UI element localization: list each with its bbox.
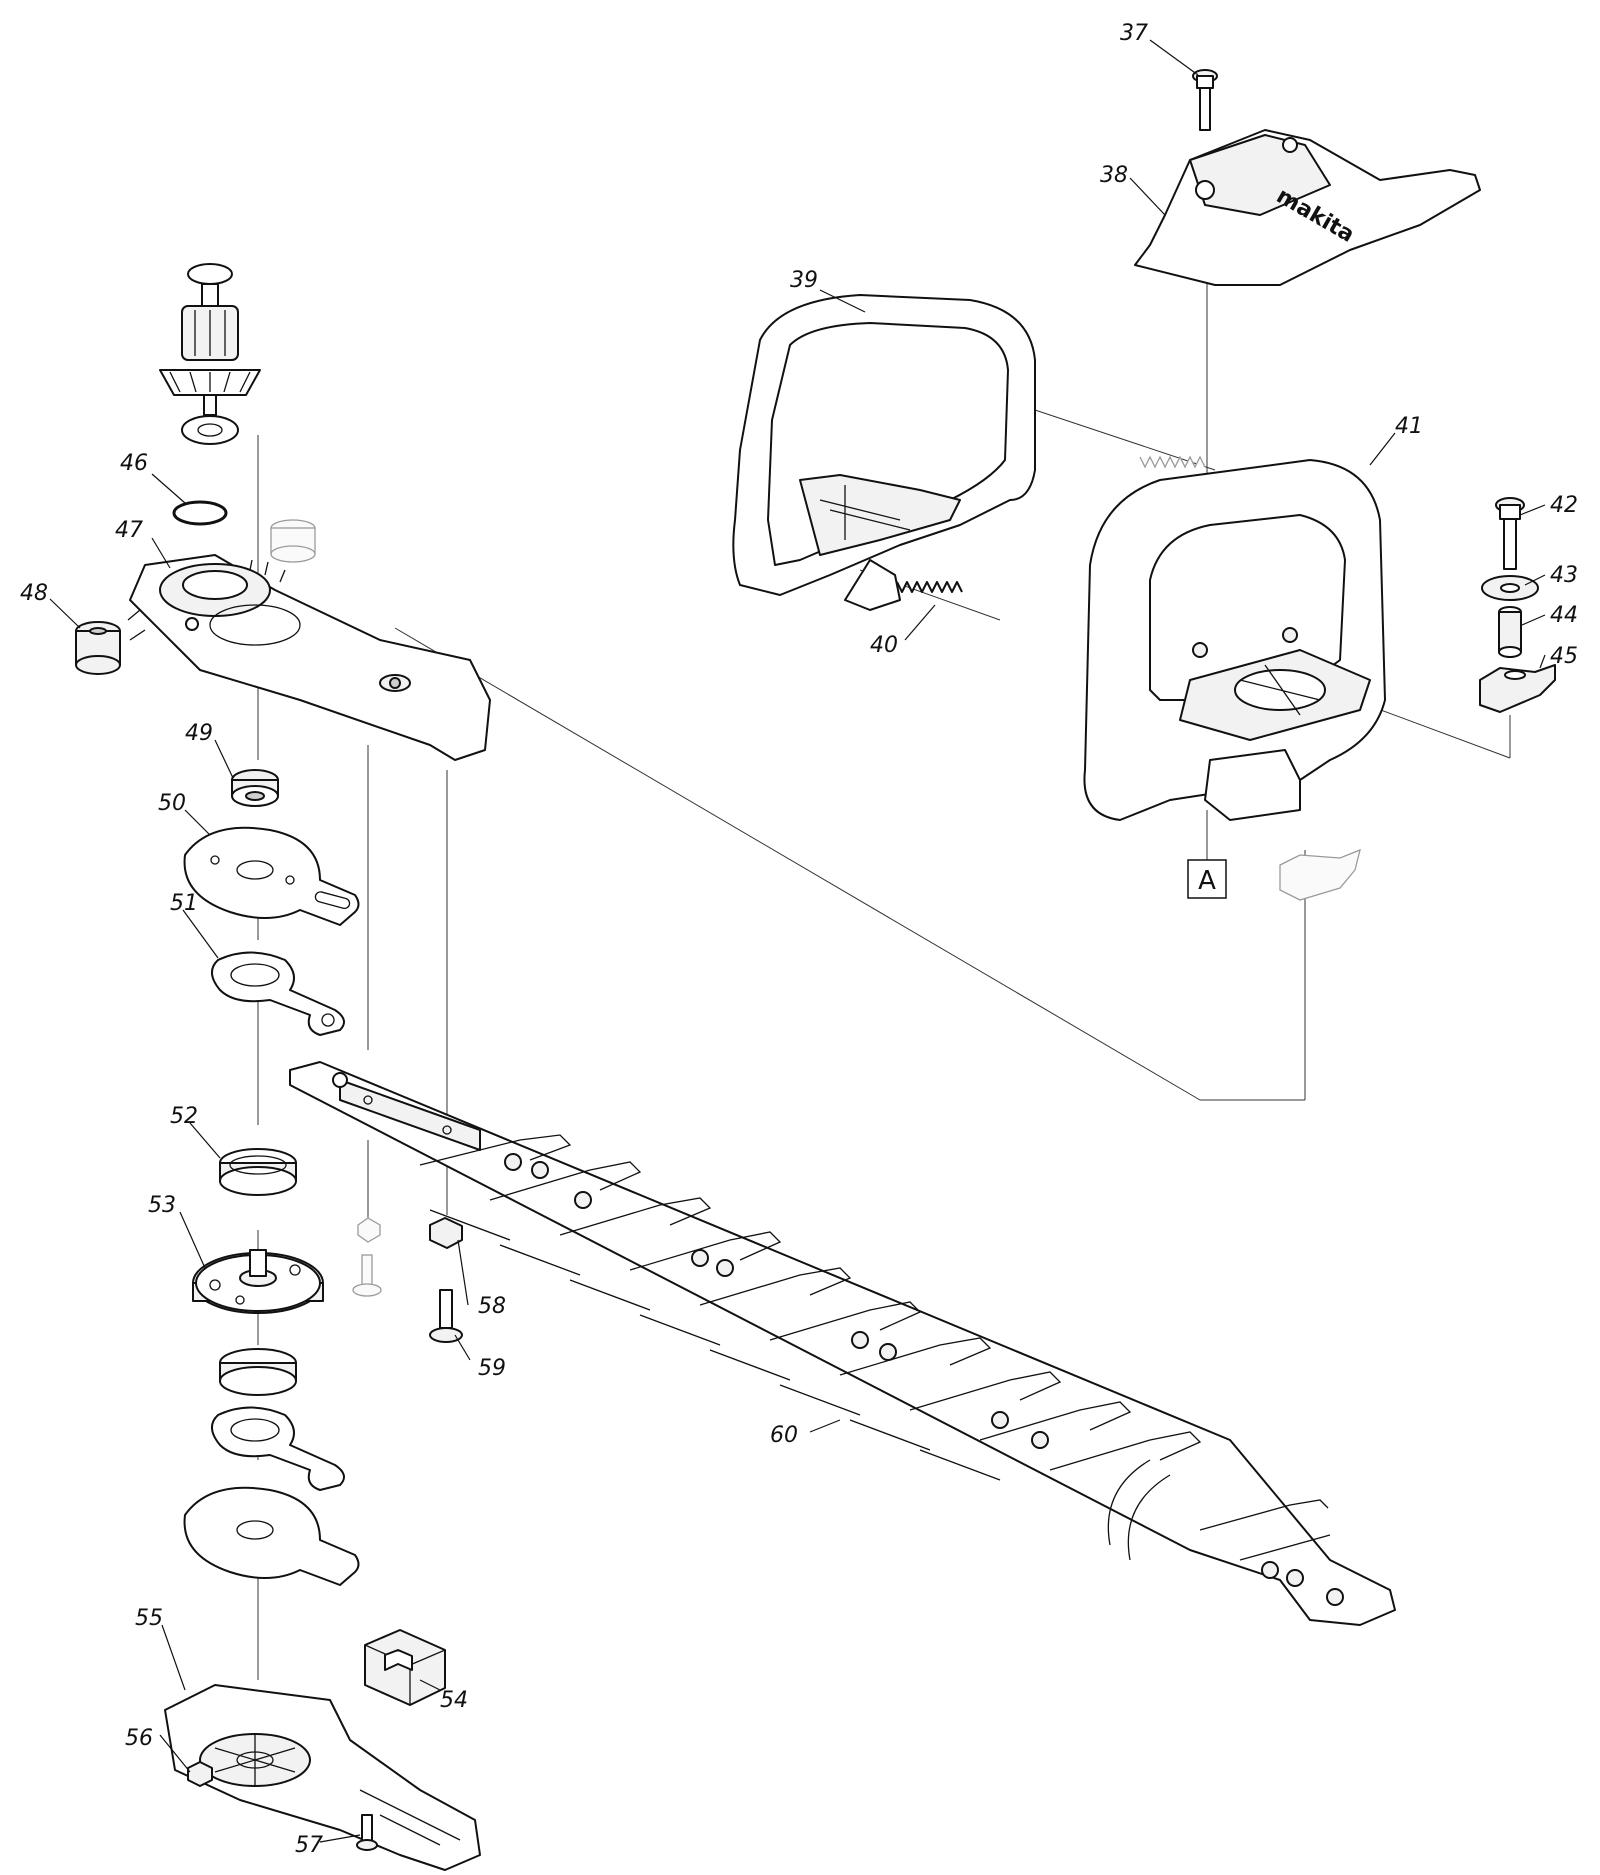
label-37: 37 [1120,21,1148,46]
screw-37 [1192,69,1218,131]
o-ring-46 [172,500,228,526]
label-53: 53 [148,1193,176,1218]
label-42: 42 [1550,493,1578,518]
spare-rubber-bushing [270,519,316,563]
armature-assembly [159,263,261,445]
leader-lines [49,39,1546,1843]
label-41: 41 [1395,414,1423,439]
svg-text:A: A [1198,866,1216,896]
blade-teeth [419,1134,1331,1561]
needle-bearing-52 [219,1148,297,1196]
label-54: 54 [440,1688,468,1713]
shear-blade-60 [289,1061,1396,1626]
top-cover-38: makita [1134,129,1481,286]
washer-43 [1481,575,1539,601]
screw-59 [429,1289,463,1343]
label-52: 52 [170,1104,198,1129]
plate-50 [183,826,360,926]
label-44: 44 [1550,603,1578,628]
sleeve-44 [1498,606,1522,658]
spring-40 [896,581,963,593]
label-43: 43 [1550,563,1578,588]
label-48: 48 [20,581,48,606]
ring-arm-51 [211,951,345,1036]
blade-bolts [504,1153,1344,1606]
label-60: 60 [770,1423,798,1448]
label-47: 47 [115,518,143,543]
screw-42 [1495,497,1525,570]
label-49: 49 [185,721,213,746]
ring-arm-lower [211,1406,345,1491]
square-nut-58 [429,1217,463,1249]
label-51: 51 [170,891,198,916]
nut-and-screw-left [352,1217,382,1297]
spring-upper [1139,455,1206,469]
label-46: 46 [120,451,148,476]
block-54 [364,1629,446,1706]
gear-53 [192,1249,324,1314]
front-handle-39 [732,294,1036,611]
label-39: 39 [790,268,818,293]
label-38: 38 [1100,163,1128,188]
ghost-nut-block [1279,848,1361,901]
plate-lower [183,1486,360,1586]
label-50: 50 [158,791,186,816]
label-45: 45 [1550,644,1578,669]
rubber-bushing-48 [75,621,121,675]
label-57: 57 [295,1833,323,1858]
label-40: 40 [870,633,898,658]
gear-housing-upper-47 [127,554,491,761]
nut-56 [187,1761,213,1787]
main-handle-41 [1083,459,1386,821]
screw-57 [356,1814,378,1851]
needle-bearing-lower [219,1348,297,1396]
ball-bearing-49 [231,769,279,807]
part-labels: 37 38 39 40 41 42 43 44 45 46 47 48 49 5… [20,21,1578,1858]
reference-marker-a: A [1187,859,1227,899]
label-59: 59 [478,1356,506,1381]
nut-block-45 [1479,664,1556,713]
label-56: 56 [125,1726,153,1751]
blade-break-mark [1107,1459,1171,1561]
label-58: 58 [478,1294,506,1319]
label-55: 55 [135,1606,163,1631]
gear-housing-lower-55 [164,1684,481,1871]
